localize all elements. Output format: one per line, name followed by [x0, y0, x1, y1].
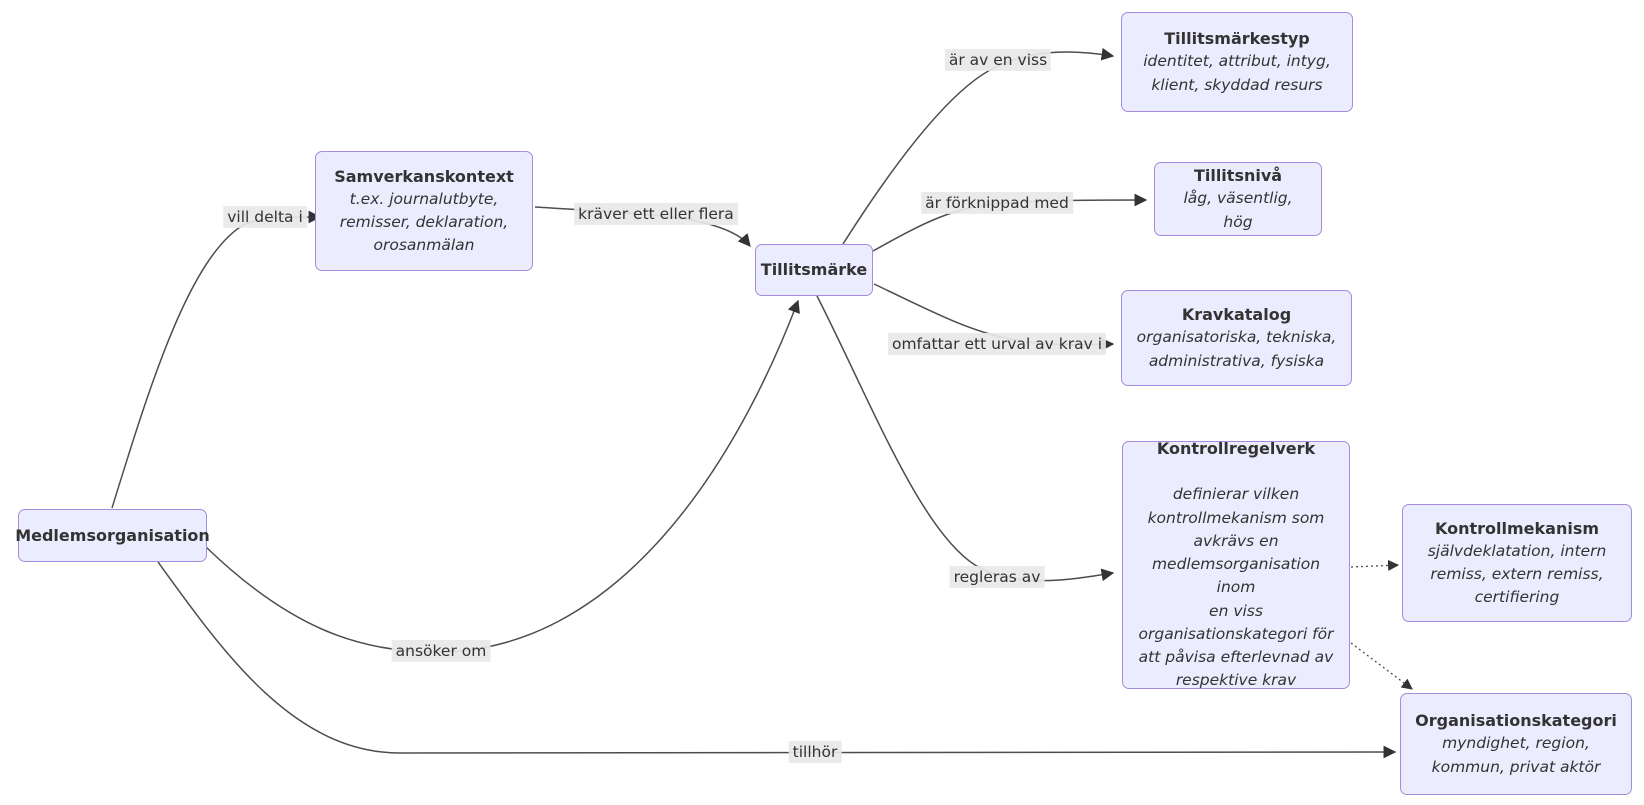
edge-ar-av-en-viss	[842, 47, 1115, 245]
node-subtitle: definierar vilken kontrollmekanism som a…	[1138, 485, 1334, 690]
edge-regelverk-till-mekanism	[1350, 559, 1400, 571]
edge-label-ar-av-en-viss: är av en viss	[944, 48, 1052, 72]
node-title: Kontrollregelverk	[1156, 439, 1316, 459]
edge-label-omfattar-ett-urval-av-krav-i: omfattar ett urval av krav i	[887, 332, 1107, 356]
node-samverkanskontext: Samverkanskontext t.ex. journalutbyte, r…	[315, 151, 533, 271]
node-organisationskategori: Organisationskategori myndighet, region,…	[1400, 693, 1632, 795]
edge-vill-delta-i	[111, 210, 322, 509]
node-title: Tillitsnivå	[1193, 166, 1283, 186]
node-title: Kontrollmekanism	[1434, 518, 1600, 538]
node-title: Tillitsmärke	[760, 260, 868, 280]
node-kontrollregelverk: Kontrollregelverk definierar vilken kont…	[1122, 439, 1350, 690]
node-title: Samverkanskontext	[334, 166, 514, 186]
node-subtitle: organisatoriska, tekniska, administrativ…	[1136, 328, 1337, 370]
node-subtitle: t.ex. journalutbyte, remisser, deklarati…	[339, 189, 509, 255]
node-tillitsniva: Tillitsnivå låg, väsentlig, hög	[1154, 162, 1322, 236]
edge-tillhor	[157, 561, 1397, 759]
edge-regelverk-till-kategori	[1350, 642, 1413, 690]
node-subtitle: myndighet, region, kommun, privat aktör	[1431, 734, 1601, 776]
edge-label-kraver-ett-eller-flera: kräver ett eller flera	[574, 202, 738, 226]
node-title: Kravkatalog	[1181, 305, 1292, 325]
edge-label-ansoker-om: ansöker om	[391, 639, 491, 663]
node-kontrollmekanism: Kontrollmekanism självdeklatation, inter…	[1402, 504, 1632, 622]
node-tillitsmarkestyp: Tillitsmärkestyp identitet, attribut, in…	[1121, 12, 1353, 112]
node-tillitsmarke: Tillitsmärke	[755, 244, 873, 296]
edge-label-ar-forknippad-med: är förknippad med	[921, 191, 1073, 215]
edge-label-tillhor: tillhör	[788, 740, 842, 764]
node-medlemsorganisation: Medlemsorganisation	[15, 509, 210, 562]
edge-label-regleras-av: regleras av	[949, 565, 1045, 589]
node-title: Medlemsorganisation	[15, 525, 210, 545]
node-title: Organisationskategori	[1415, 711, 1617, 731]
node-subtitle: självdeklatation, intern remiss, extern …	[1427, 541, 1607, 607]
node-subtitle: identitet, attribut, intyg, klient, skyd…	[1143, 52, 1331, 94]
edge-regleras-av	[816, 295, 1115, 582]
node-subtitle: låg, väsentlig, hög	[1183, 189, 1293, 231]
node-title: Tillitsmärkestyp	[1164, 29, 1310, 49]
edge-label-vill-delta-i: vill delta i	[223, 205, 307, 229]
node-kravkatalog: Kravkatalog organisatoriska, tekniska, a…	[1121, 290, 1352, 386]
edge-ansoker-om	[205, 299, 800, 653]
